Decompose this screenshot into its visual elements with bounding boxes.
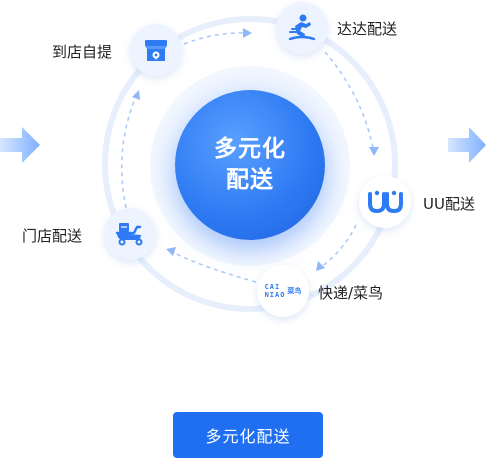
- node-dada: [276, 2, 328, 54]
- hub-title: 多元化配送: [214, 136, 286, 193]
- flow-arrowhead-3: [316, 261, 325, 271]
- node-label-store-pickup: 到店自提: [52, 43, 113, 61]
- left-arrow-icon: [0, 127, 40, 163]
- node-express-cainiao: CAI NIAO 菜鸟: [257, 265, 309, 317]
- flow-arrowhead-5: [132, 90, 140, 100]
- node-store-pickup: [130, 24, 182, 76]
- flow-path-store-to-dada: [183, 32, 247, 45]
- node-store-delivery: [104, 208, 156, 260]
- cainiao-logo-line2: NIAO: [264, 291, 286, 299]
- flow-path-cainiao-to-store: [171, 251, 257, 283]
- flow-arrowhead-1: [243, 28, 252, 38]
- flow-path-uu-to-cainiao: [319, 224, 357, 269]
- flow-path-store-to-pickup: [121, 95, 137, 209]
- right-arrow-icon: [448, 127, 486, 163]
- node-label-express-cainiao: 快递/菜鸟: [318, 284, 384, 302]
- cainiao-logo-line1: CAI: [264, 283, 281, 291]
- node-label-uu: UU配送: [423, 195, 475, 213]
- flow-arrowhead-2: [369, 147, 379, 156]
- multi-delivery-button[interactable]: 多元化配送: [173, 412, 323, 458]
- flow-arrowhead-4: [166, 247, 176, 256]
- cainiao-logo-cn: 菜鸟: [287, 287, 302, 295]
- flow-arrows: [121, 28, 379, 283]
- node-label-store-delivery: 门店配送: [22, 227, 83, 245]
- storefront-icon: [145, 40, 167, 61]
- node-label-dada: 达达配送: [337, 20, 398, 38]
- hub-circle: 多元化配送: [175, 90, 325, 240]
- flow-path-dada-to-uu: [324, 51, 374, 149]
- delivery-scooter-icon: [115, 223, 143, 246]
- cainiao-logo-icon: CAI NIAO 菜鸟: [265, 283, 302, 299]
- node-uu: [359, 176, 411, 228]
- uu-logo-icon: [368, 190, 403, 214]
- delivery-rider-icon: [288, 14, 316, 41]
- outer-ring: [102, 16, 398, 312]
